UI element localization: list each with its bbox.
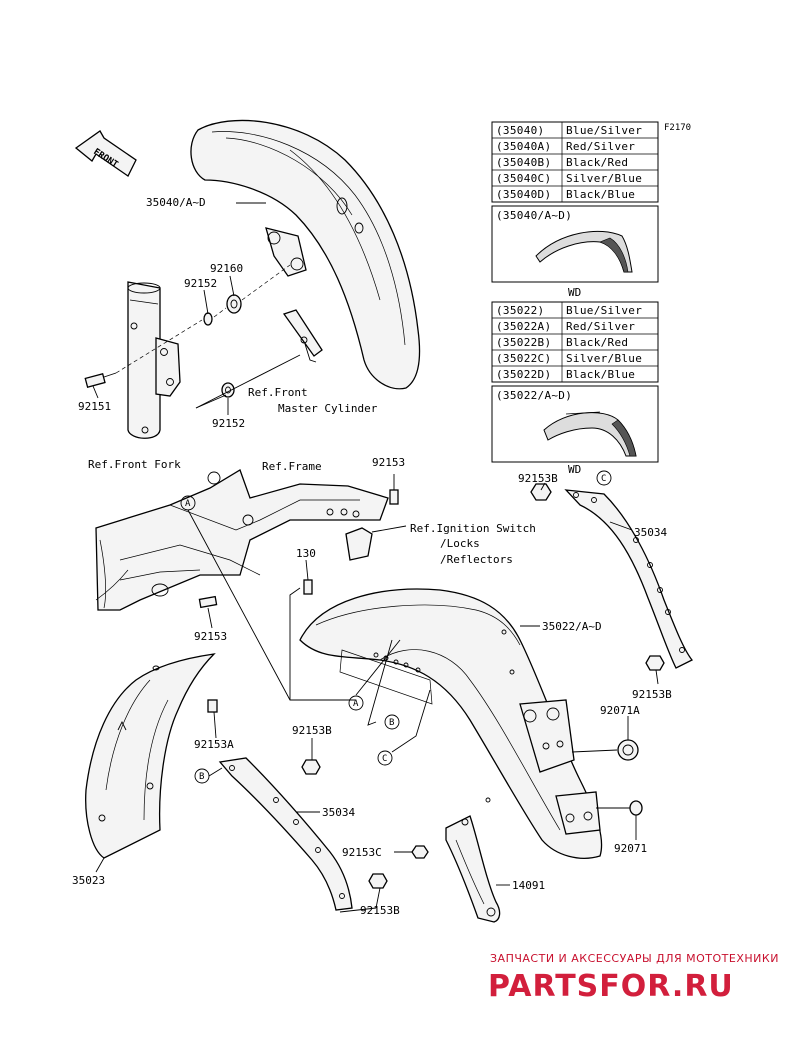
front-fender-color-table: (35040) Blue/Silver (35040A) Red/Silver … <box>491 121 659 203</box>
t2-code-1: (35022A) <box>496 320 551 333</box>
rear-fender-color-table: (35022) Blue/Silver (35022A) Red/Silver … <box>491 301 659 383</box>
marker-b-strut: B <box>194 768 210 784</box>
svg-text:B: B <box>389 718 394 728</box>
t1-code-1: (35040A) <box>496 140 551 153</box>
detail2-label: (35022/A~D) <box>496 389 572 402</box>
svg-text:B: B <box>199 772 204 782</box>
bolt-130 <box>303 579 313 595</box>
bolt-92151 <box>84 372 117 388</box>
callout-35040: 35040/A~D <box>146 196 206 209</box>
t1-code-3: (35040C) <box>496 172 551 185</box>
t2-color-0: Blue/Silver <box>566 304 642 317</box>
callout-92153-lower: 92153 <box>194 630 227 643</box>
callout-92153B-top: 92153B <box>518 472 558 485</box>
callout-92152-lower: 92152 <box>212 417 245 430</box>
callout-92160: 92160 <box>210 262 243 275</box>
callout-35034-right: 35034 <box>634 526 667 539</box>
grommet-92160 <box>226 294 242 314</box>
t2-code-3: (35022C) <box>496 352 551 365</box>
nut-92153B-bottom <box>368 873 388 889</box>
marker-c-fender: C <box>377 750 393 766</box>
svg-text:A: A <box>185 499 191 509</box>
svg-text:A: A <box>353 699 359 709</box>
callout-35022: 35022/A~D <box>542 620 602 633</box>
callout-130: 130 <box>296 547 316 560</box>
callout-92071: 92071 <box>614 842 647 855</box>
t1-color-4: Black/Blue <box>566 188 635 201</box>
nut-92153B-right <box>645 655 665 671</box>
callout-92153B-mid: 92153B <box>292 724 332 737</box>
t2-code-0: (35022) <box>496 304 544 317</box>
inner-fender <box>85 653 216 859</box>
callout-92151: 92151 <box>78 400 111 413</box>
ref-frame: Ref.Frame <box>262 460 322 473</box>
ref-ignition-line1: Ref.Ignition Switch <box>410 522 536 535</box>
bolt-92153A <box>207 699 218 713</box>
front-fender <box>190 119 421 390</box>
front-fender-detail-box: (35040/A~D) <box>491 205 659 283</box>
callout-92071A: 92071A <box>600 704 640 717</box>
ref-master-cylinder-line2: Master Cylinder <box>278 402 378 415</box>
rear-fender-detail-box: (35022/A~D) <box>491 385 659 463</box>
grommet-92071 <box>629 800 643 816</box>
master-cylinder-bracket <box>282 309 323 363</box>
frame <box>95 469 389 611</box>
t1-color-0: Blue/Silver <box>566 124 642 137</box>
ignition-bracket <box>345 525 407 561</box>
figure-code: F2170 <box>664 123 691 133</box>
t2-code-2: (35022B) <box>496 336 551 349</box>
callout-14091: 14091 <box>512 879 545 892</box>
nut-92153B-top <box>530 483 552 501</box>
callout-92153B-bottom: 92153B <box>360 904 400 917</box>
callout-92153A: 92153A <box>194 738 234 751</box>
nut-92153B-mid <box>301 759 321 775</box>
t1-code-0: (35040) <box>496 124 544 137</box>
ref-front-fork: Ref.Front Fork <box>88 458 181 471</box>
t1-code-4: (35040D) <box>496 188 551 201</box>
svg-text:C: C <box>601 474 606 484</box>
watermark-tagline: ЗАПЧАСТИ И АКСЕССУАРЫ ДЛЯ МОТОТЕХНИКИ <box>490 952 779 965</box>
callout-92153C: 92153C <box>342 846 382 859</box>
marker-c-strut: C <box>596 470 612 486</box>
t1-color-2: Black/Red <box>566 156 628 169</box>
callout-35023: 35023 <box>72 874 105 887</box>
t1-color-1: Red/Silver <box>566 140 635 153</box>
callout-92152-upper: 92152 <box>184 277 217 290</box>
washer-92152-upper <box>203 312 213 326</box>
watermark-logo: PARTSFOR.RU <box>488 969 734 1004</box>
wd-label-table: WD <box>568 286 581 299</box>
t1-code-2: (35040B) <box>496 156 551 169</box>
callout-92153B-right: 92153B <box>632 688 672 701</box>
fender-strut-right <box>564 489 694 669</box>
grommet-92071A <box>617 739 639 761</box>
rear-fender <box>299 588 603 859</box>
t2-code-4: (35022D) <box>496 368 551 381</box>
ref-ignition-line3: /Reflectors <box>440 553 513 566</box>
detail1-label: (35040/A~D) <box>496 209 572 222</box>
watermark: ЗАПЧАСТИ И АКСЕССУАРЫ ДЛЯ МОТОТЕХНИКИ PA… <box>488 952 779 1004</box>
callout-92153-upper: 92153 <box>372 456 405 469</box>
callout-35034-left: 35034 <box>322 806 355 819</box>
t2-color-3: Silver/Blue <box>566 352 642 365</box>
t1-color-3: Silver/Blue <box>566 172 642 185</box>
ref-ignition-line2: /Locks <box>440 537 480 550</box>
marker-b-fender: B <box>384 714 400 730</box>
t2-color-4: Black/Blue <box>566 368 635 381</box>
bolt-92153-frame-upper <box>389 489 399 505</box>
marker-a-fender: A <box>348 695 364 711</box>
front-direction-arrow: FRONT <box>74 130 137 177</box>
bolt-92153-frame-lower <box>198 595 218 609</box>
front-fork <box>127 281 181 439</box>
svg-text:C: C <box>382 754 387 764</box>
fender-strut-left <box>218 757 353 911</box>
nut-92153C <box>411 845 429 859</box>
t2-color-2: Black/Red <box>566 336 628 349</box>
wd-label-strut: WD <box>568 463 581 476</box>
t2-color-1: Red/Silver <box>566 320 635 333</box>
cover-14091 <box>445 815 501 923</box>
ref-master-cylinder-line1: Ref.Front <box>248 386 308 399</box>
